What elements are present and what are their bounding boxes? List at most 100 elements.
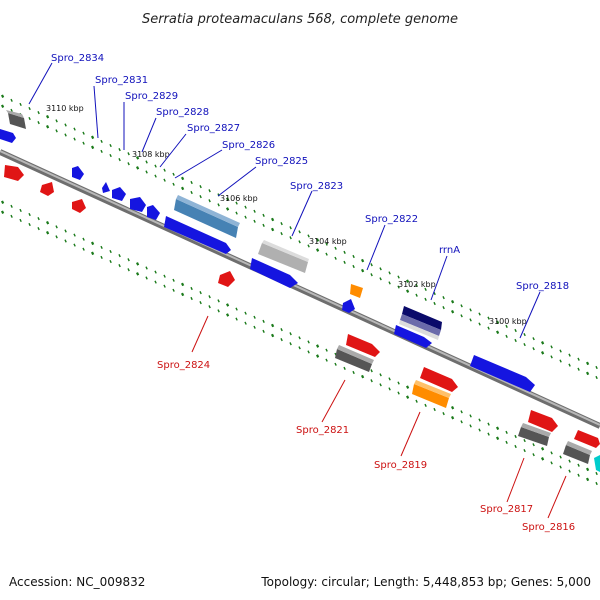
tick-dot (469, 308, 472, 312)
tick-dot (190, 190, 193, 195)
tick-dot (586, 477, 590, 482)
tick-dot (235, 307, 238, 311)
gene-spro-2819[interactable] (412, 367, 458, 408)
gene-spro-2834[interactable] (0, 110, 26, 143)
tick-dot (253, 325, 256, 329)
label-spro-2822[interactable]: Spro_2822 (365, 214, 418, 225)
gene-red-1[interactable] (4, 165, 24, 181)
tick-dot (568, 459, 571, 463)
tick-dot (28, 116, 31, 121)
tick-dot (55, 235, 58, 239)
tick-dot (496, 330, 500, 335)
tick-dot (280, 338, 283, 342)
label-spro-2826[interactable]: Spro_2826 (222, 140, 275, 151)
gene-spro-2828[interactable] (112, 187, 126, 201)
label-spro-2827[interactable]: Spro_2827 (187, 123, 240, 134)
gene-spro-2825[interactable] (164, 195, 240, 254)
tick-dot (316, 238, 320, 242)
tick-dot (145, 160, 148, 164)
label-spro-2819[interactable]: Spro_2819 (374, 460, 427, 471)
gene-rrna[interactable] (394, 306, 442, 348)
gene-spro-2818[interactable] (470, 355, 535, 392)
map-title: Serratia proteamaculans 568, complete ge… (142, 12, 458, 27)
label-spro-2824[interactable]: Spro_2824 (157, 360, 210, 371)
label-spro-2828[interactable]: Spro_2828 (156, 107, 209, 118)
label-spro-2831[interactable]: Spro_2831 (95, 75, 148, 86)
tick-dot (406, 279, 410, 283)
tick-dot (424, 403, 427, 407)
gene-spro-2816[interactable] (563, 430, 600, 464)
tick-dot (253, 209, 256, 213)
tick-dot (307, 350, 310, 354)
tick-dot (397, 275, 400, 279)
gene-spro-2817[interactable] (518, 410, 558, 446)
tick-dot (532, 443, 535, 447)
label-spro-2818[interactable]: Spro_2818 (516, 281, 569, 292)
label-spro-2825[interactable]: Spro_2825 (255, 156, 308, 167)
tick-dot (253, 315, 256, 319)
gene-spro-2826[interactable] (147, 205, 160, 220)
tick-dot (361, 268, 365, 273)
tick-dot (496, 320, 500, 325)
tick-dot (199, 301, 202, 305)
tick-dot (397, 285, 400, 289)
gene-spro-2822[interactable] (342, 284, 363, 313)
tick-label-3110: 3110 kbp (46, 104, 84, 113)
tick-dot (100, 149, 103, 154)
tick-dot (55, 119, 58, 123)
label-spro-2821[interactable]: Spro_2821 (296, 425, 349, 436)
tick-dot (442, 412, 445, 416)
tick-dot (523, 342, 526, 347)
topology-summary: Topology: circular; Length: 5,448,853 bp… (260, 575, 591, 589)
label-spro-2829[interactable]: Spro_2829 (125, 91, 178, 102)
tick-dot (28, 222, 31, 227)
tick-dot (559, 359, 562, 363)
label-spro-2816[interactable]: Spro_2816 (522, 522, 575, 533)
tick-dot (271, 227, 275, 232)
label-spro-2834[interactable]: Spro_2834 (51, 53, 104, 64)
tick-dot (46, 221, 50, 225)
gene-spro-2831[interactable] (72, 166, 84, 180)
tick-dot (244, 215, 247, 219)
gene-spro-2823[interactable] (250, 240, 309, 288)
tick-dot (262, 329, 265, 333)
gene-spro-2821[interactable] (335, 334, 380, 372)
gene-spro-2827[interactable] (130, 197, 146, 212)
tick-dot (10, 98, 13, 102)
tick-dot (388, 281, 391, 285)
tick-dot (334, 246, 337, 250)
tick-dot (532, 337, 535, 341)
tick-dot (433, 407, 436, 412)
tick-dot (334, 362, 337, 366)
tick-dot (559, 349, 562, 353)
tick-dot (172, 172, 175, 176)
tick-dot (568, 353, 571, 357)
tick-dot (100, 255, 103, 260)
label-spro-2823[interactable]: Spro_2823 (290, 181, 343, 192)
tick-dot (388, 271, 391, 275)
tick-dot (73, 127, 76, 131)
label-spro-2817[interactable]: Spro_2817 (480, 504, 533, 515)
tick-dot (163, 284, 166, 288)
gene-red-3[interactable] (72, 199, 86, 213)
tick-dot (289, 236, 292, 240)
tick-dot (370, 273, 373, 277)
tick-dot (460, 314, 463, 318)
tick-dot (10, 108, 13, 112)
tick-dot (136, 272, 140, 276)
tick-dot (433, 301, 436, 306)
tick-dot (478, 428, 481, 432)
gene-spro-2829[interactable] (102, 182, 110, 193)
tick-dot (109, 143, 112, 148)
label-rrna[interactable]: rrnA (439, 245, 460, 256)
tick-dot (262, 223, 265, 227)
gene-red-2[interactable] (40, 182, 54, 196)
tick-dot (316, 344, 320, 348)
gene-spro-2824[interactable] (218, 271, 235, 287)
tick-dot (190, 180, 193, 185)
gene-cyan-partial[interactable] (594, 455, 600, 472)
tick-dot (55, 129, 58, 133)
tick-dot (469, 318, 472, 322)
tick-dot (460, 410, 463, 414)
tick-dot (10, 204, 13, 208)
